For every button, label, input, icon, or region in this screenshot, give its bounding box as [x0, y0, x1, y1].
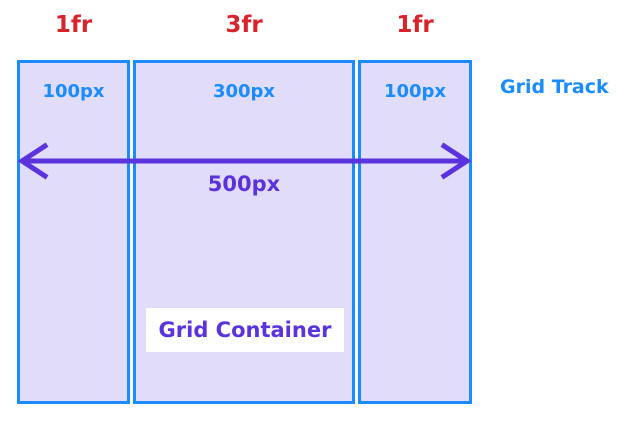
grid-track-3: 100px	[358, 60, 472, 404]
grid-track-1-size-label: 100px	[42, 81, 105, 102]
grid-track-2-size-label: 300px	[212, 81, 276, 102]
total-width-label: 500px	[207, 172, 281, 196]
grid-track-1: 100px	[17, 60, 130, 404]
grid-container-badge: Grid Container	[146, 308, 344, 352]
grid-track-3-size-label: 100px	[383, 81, 447, 102]
fraction-label-track-3: 1fr	[396, 12, 434, 38]
grid-track-caption: Grid Track	[500, 76, 609, 98]
grid-track-2: 300px	[133, 60, 355, 404]
fraction-label-track-2: 3fr	[225, 12, 263, 38]
fraction-label-track-1: 1fr	[54, 12, 93, 38]
